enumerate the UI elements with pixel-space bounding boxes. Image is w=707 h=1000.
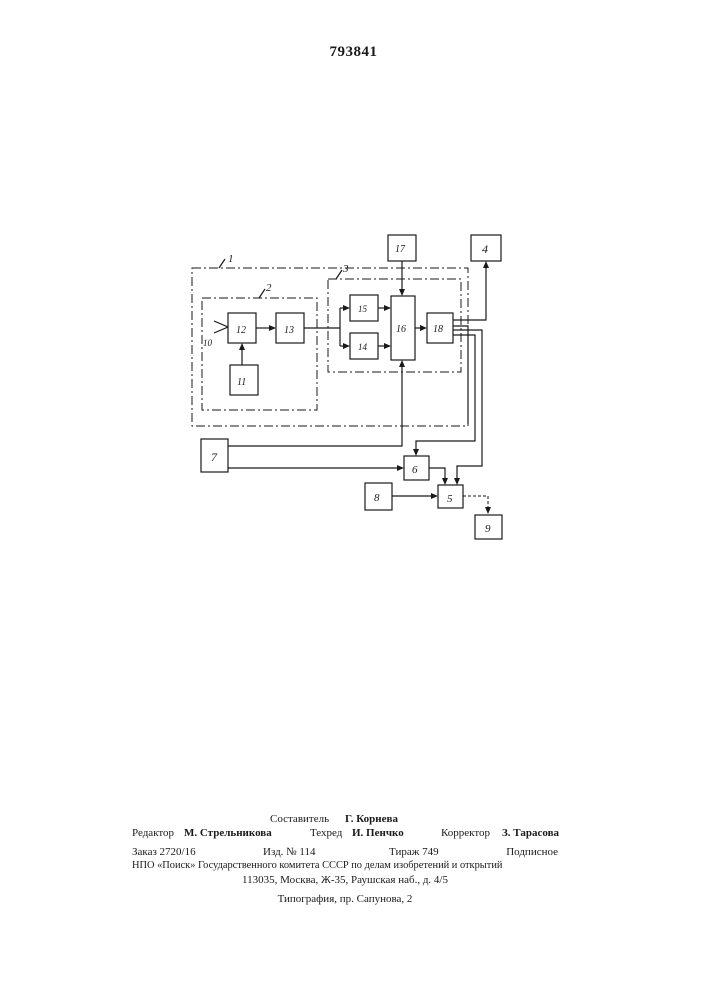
label-15: 15 (358, 304, 368, 314)
techred-label: Техред (310, 826, 342, 840)
label-18: 18 (433, 324, 443, 335)
org-line: НПО «Поиск» Государственного комитета СС… (132, 859, 502, 873)
label-8: 8 (374, 492, 380, 504)
order-number: Заказ 2720/16 (132, 845, 196, 859)
techred-name: И. Пенчко (352, 826, 404, 840)
label-14: 14 (358, 342, 368, 352)
compiler-name: Г. Корнева (345, 812, 398, 826)
editor-label: Редактор (132, 826, 174, 840)
label-13: 13 (284, 325, 294, 336)
label-10: 10 (203, 338, 213, 348)
link-18-6 (416, 335, 475, 451)
enclosure-1 (192, 268, 468, 426)
label-17: 17 (395, 244, 406, 255)
leader-line-1 (219, 259, 225, 268)
label-7: 7 (211, 450, 218, 464)
label-4: 4 (482, 242, 488, 256)
label-2: 2 (266, 282, 272, 294)
org-row: НПО «Поиск» Государственного комитета СС… (132, 859, 558, 873)
imprint-block: Составитель Г. Корнева Редактор М. Стрел… (132, 812, 558, 906)
address-row: 113035, Москва, Ж-35, Раушская наб., д. … (132, 873, 558, 887)
compiler-row: Составитель Г. Корнева (132, 812, 558, 826)
label-1: 1 (228, 253, 234, 265)
edition-number: Изд. № 114 (263, 845, 316, 859)
leader-line-3 (336, 270, 342, 279)
order-row: Заказ 2720/16 Изд. № 114 Тираж 749 Подпи… (132, 845, 558, 859)
label-5: 5 (447, 493, 453, 505)
label-6: 6 (412, 464, 418, 476)
label-12: 12 (236, 325, 246, 336)
antenna-10 (214, 321, 228, 333)
link-18-4 (453, 266, 486, 320)
editor-name: М. Стрельникова (184, 826, 272, 840)
label-11: 11 (237, 377, 246, 388)
editors-row: Редактор М. Стрельникова Техред И. Пенчк… (132, 826, 558, 840)
printing-row: Типография, пр. Сапунова, 2 (132, 892, 558, 906)
compiler-label: Составитель (270, 812, 329, 826)
circulation: Тираж 749 (389, 845, 439, 859)
label-3: 3 (342, 263, 349, 275)
label-16: 16 (396, 324, 406, 335)
leader-line-2 (259, 289, 265, 298)
subscription: Подписное (506, 845, 558, 859)
link-5-9 (463, 496, 488, 509)
block-diagram: 1 2 3 4 5 6 7 8 9 10 11 12 13 14 15 16 1… (0, 0, 707, 600)
label-9: 9 (485, 523, 491, 535)
corrector-name: З. Тарасова (502, 826, 559, 840)
corrector-label: Корректор (441, 826, 490, 840)
